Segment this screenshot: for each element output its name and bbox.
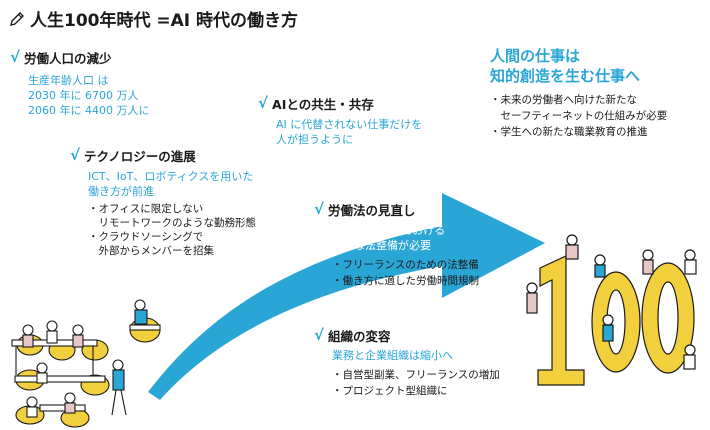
check-icon: √ (10, 48, 21, 66)
ai-summary-line: AI に代替されない仕事だけを (276, 118, 423, 131)
section-organization-heading: √ 組織の変容 (314, 326, 391, 345)
check-icon: √ (258, 94, 269, 112)
technology-bullets: ・オフィスに限定しない リモートワークのような勤務形態 ・クラウドソーシングで … (88, 202, 256, 258)
section-organization: √ 組織の変容 業務と企業組織は縮小へ ・自営型副業、フリーランスの増加 ・プロ… (314, 326, 500, 399)
future-headline-line: 知的創造を生む仕事へ (490, 67, 641, 85)
check-icon: √ (70, 146, 81, 164)
bullet-item: ・フリーランスのための法整備 (332, 259, 479, 271)
technology-summary-line: ICT、IoT、ロボティクスを用いた (88, 170, 254, 183)
section-ai-heading: √ AIとの共生・共存 (258, 94, 374, 113)
bullet-item: ・働き方に適した労働時間規制 (332, 275, 479, 287)
section-technology-heading: √ テクノロジーの進展 (70, 146, 196, 165)
section-labor-law-heading: √ 労働法の見直し (314, 200, 416, 219)
future-bullets: ・未来の労働者へ向けた新たな セーフティーネットの仕組みが必要 ・学生への新たな… (490, 92, 667, 140)
growth-arrow (148, 193, 545, 400)
page-title-text: 人生100年時代 =AI 時代の働き方 (30, 11, 299, 31)
population-line: 2030 年に 6700 万人 (28, 89, 139, 102)
bullet-item: 外部からメンバーを招集 (88, 245, 214, 257)
section-population-heading: √ 労働人口の減少 (10, 48, 112, 67)
bullet-item: ・クラウドソーシングで (88, 231, 204, 243)
section-ai: √ AIとの共生・共存 AI に代替されない仕事だけを 人が担うように (258, 94, 422, 147)
bullet-item: ・未来の労働者へ向けた新たな (490, 94, 637, 106)
page-title: 人生100年時代 =AI 時代の働き方 (8, 6, 298, 31)
population-stats: 生産年齢人口 は 2030 年に 6700 万人 2060 年に 4400 万人… (28, 73, 149, 118)
bullet-item: ・プロジェクト型組織に (332, 385, 448, 397)
section-labor-law: √ 労働法の見直し AI 時代の労働における 新たな法整備が必要 ・フリーランス… (314, 200, 479, 289)
pencil-icon (10, 11, 24, 26)
bullet-item: ・オフィスに限定しない (88, 203, 204, 215)
ai-summary: AI に代替されない仕事だけを 人が担うように (276, 117, 422, 147)
check-icon: √ (314, 326, 325, 344)
technology-summary-line: 働き方が前進 (88, 185, 154, 198)
number-100-illustration (526, 234, 697, 386)
labor-law-summary-line: AI 時代の労働における (332, 224, 446, 237)
population-line: 生産年齢人口 は (28, 74, 109, 87)
ai-summary-line: 人が担うように (276, 133, 353, 146)
organization-bullets: ・自営型副業、フリーランスの増加 ・プロジェクト型組織に (332, 367, 500, 399)
bullet-item: ・学生への新たな職業教育の推進 (490, 126, 648, 138)
section-technology: √ テクノロジーの進展 ICT、IoT、ロボティクスを用いた 働き方が前進 ・オ… (70, 146, 256, 258)
office-workers-illustration (11, 299, 161, 428)
section-population: √ 労働人口の減少 生産年齢人口 は 2030 年に 6700 万人 2060 … (10, 48, 149, 118)
labor-law-bullets: ・フリーランスのための法整備 ・働き方に適した労働時間規制 (332, 257, 479, 289)
organization-summary-line: 業務と企業組織は縮小へ (332, 349, 453, 362)
labor-law-summary-line: 新たな法整備が必要 (332, 239, 431, 252)
technology-summary: ICT、IoT、ロボティクスを用いた 働き方が前進 (88, 169, 256, 199)
bullet-item: セーフティーネットの仕組みが必要 (490, 110, 668, 122)
organization-summary: 業務と企業組織は縮小へ (332, 348, 500, 363)
future-headline: 人間の仕事は 知的創造を生む仕事へ (490, 46, 667, 86)
labor-law-summary: AI 時代の労働における 新たな法整備が必要 (332, 223, 479, 253)
bullet-item: ・自営型副業、フリーランスの増加 (332, 369, 500, 381)
population-line: 2060 年に 4400 万人に (28, 104, 150, 117)
bullet-item: リモートワークのような勤務形態 (88, 217, 256, 229)
check-icon: √ (314, 200, 325, 218)
section-future: 人間の仕事は 知的創造を生む仕事へ ・未来の労働者へ向けた新たな セーフティーネ… (490, 46, 667, 140)
future-headline-line: 人間の仕事は (490, 47, 581, 65)
